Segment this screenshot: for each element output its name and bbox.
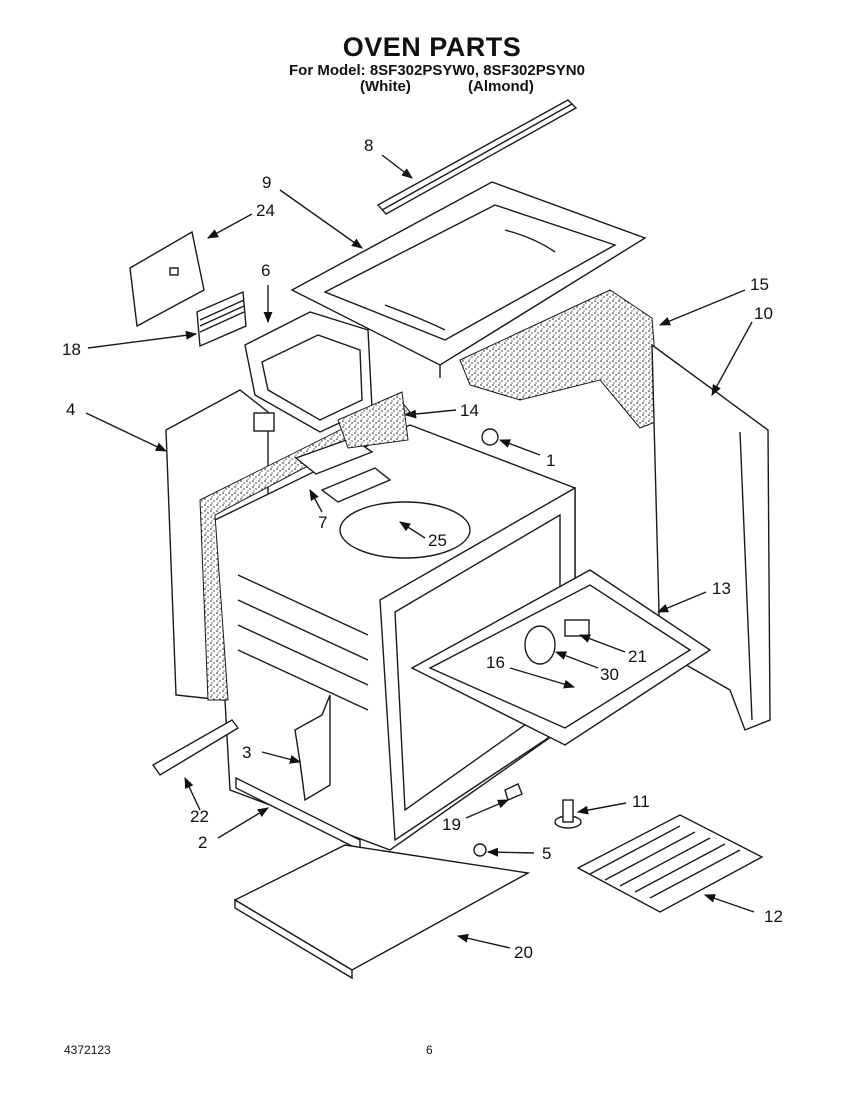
callout-25: 25 (428, 531, 447, 550)
callout-20: 20 (514, 943, 533, 962)
callout-9: 9 (262, 173, 271, 192)
callout-8: 8 (364, 136, 373, 155)
callout-14: 14 (460, 401, 479, 420)
callout-13: 13 (712, 579, 731, 598)
part-24-bracket (129, 230, 205, 328)
callout-30: 30 (600, 665, 619, 684)
callout-4: 4 (66, 400, 75, 419)
callout-19: 19 (442, 815, 461, 834)
callout-15: 15 (750, 275, 769, 294)
part-15-insulation-back (459, 289, 661, 429)
page-number: 6 (426, 1043, 433, 1057)
page-title: OVEN PARTS (342, 32, 522, 62)
part-5-screw (473, 843, 487, 857)
callout-7: 7 (318, 513, 327, 532)
callout-16: 16 (486, 653, 505, 672)
callout-10: 10 (754, 304, 773, 323)
part-9-top-frame (290, 181, 647, 378)
part-18-vent-grille (196, 290, 247, 348)
part-20-bottom-panel (233, 844, 531, 980)
callout-2: 2 (198, 833, 207, 852)
callout-18: 18 (62, 340, 81, 359)
part-8-top-trim (376, 99, 578, 215)
callout-1: 1 (546, 451, 555, 470)
callout-12: 12 (764, 907, 783, 926)
callout-5: 5 (542, 844, 551, 863)
callout-22: 22 (190, 807, 209, 826)
part-1-knob (481, 428, 499, 446)
callout-21: 21 (628, 647, 647, 666)
callout-6: 6 (261, 261, 270, 280)
part-22-rail (151, 719, 240, 776)
callout-labels: 8 9 24 6 15 10 18 4 14 1 7 25 13 21 16 3… (62, 136, 783, 962)
document-number: 4372123 (64, 1043, 111, 1057)
part-11-leveling-leg (554, 799, 582, 829)
callout-3: 3 (242, 743, 251, 762)
variant-white: (White) (360, 78, 411, 95)
part-14-insulation (337, 391, 409, 449)
part-6-vent-duct (244, 311, 373, 433)
leader-lines (85, 154, 755, 949)
callout-11: 11 (632, 792, 650, 811)
variant-almond: (Almond) (468, 78, 534, 95)
part-12-oven-rack (576, 814, 764, 913)
part-19-clip (504, 783, 523, 801)
model-line: For Model: 8SF302PSYW0, 8SF302PSYN0 (289, 62, 585, 79)
callout-24: 24 (256, 201, 275, 220)
